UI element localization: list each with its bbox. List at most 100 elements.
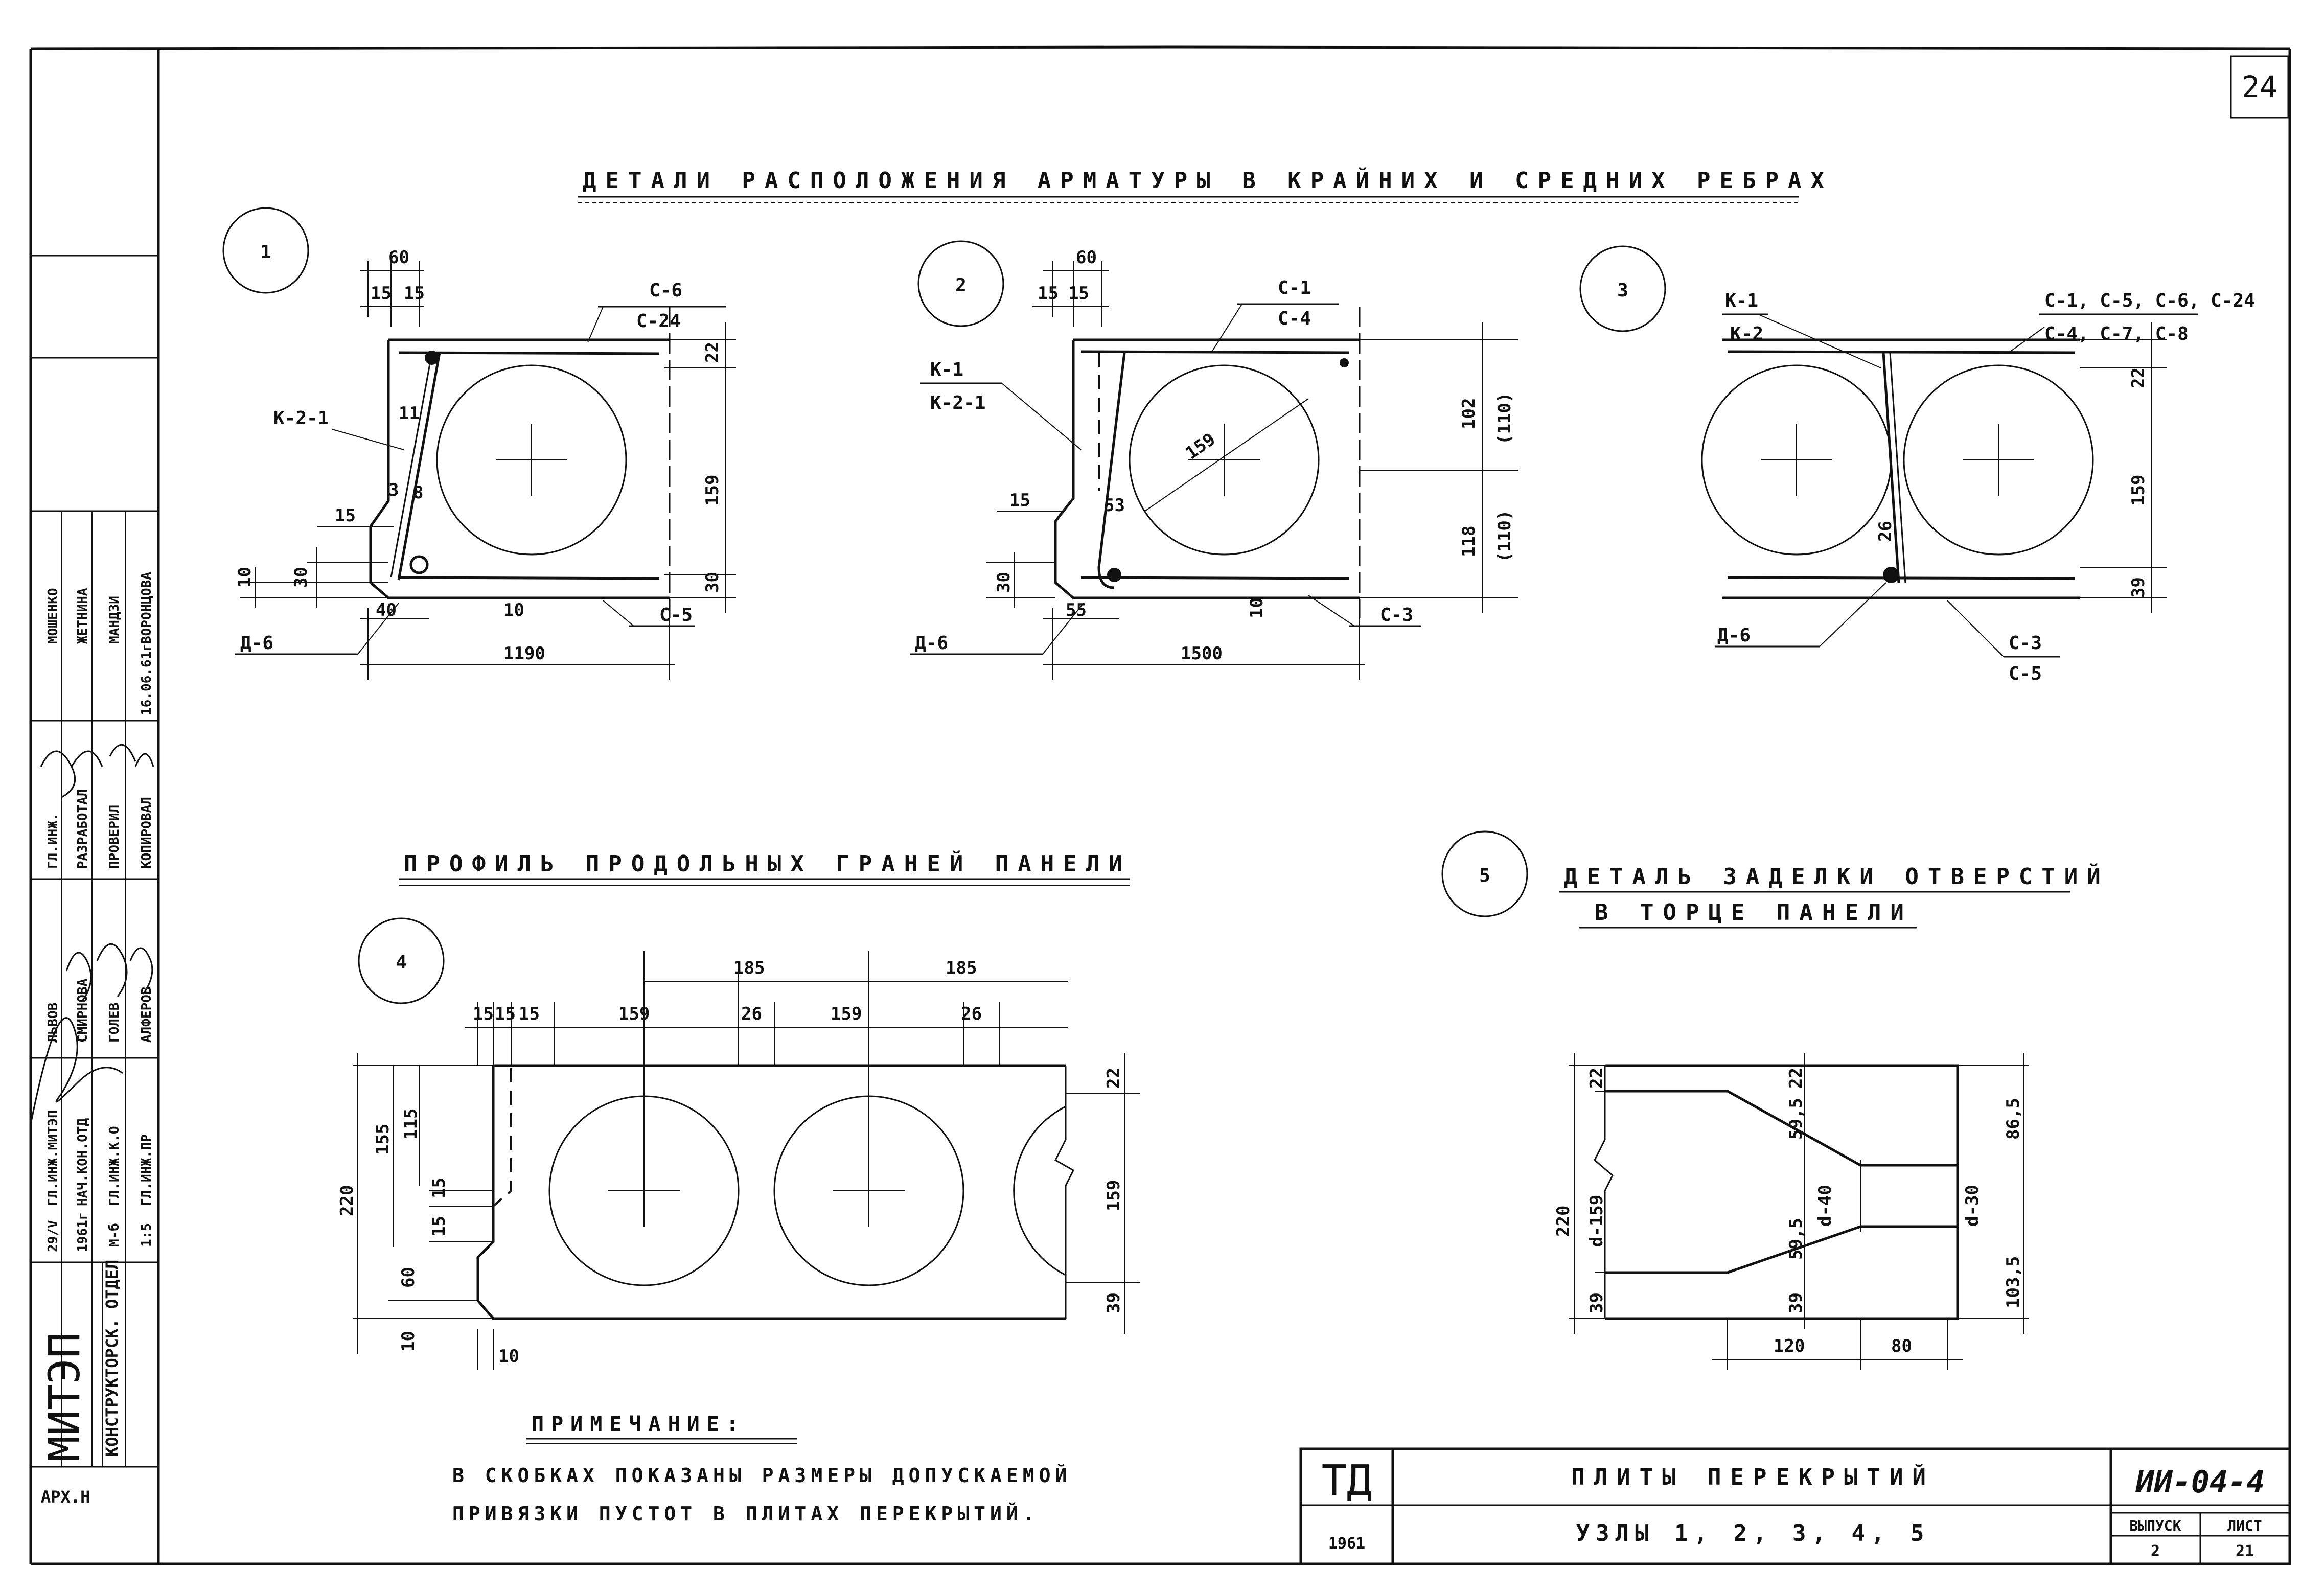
d3-mid: 26 xyxy=(1875,521,1896,542)
d5-d2: d-40 xyxy=(1815,1185,1835,1227)
signature-scribble-6 xyxy=(71,750,103,767)
detail-4-marker xyxy=(358,917,445,1004)
d3-bar-bottom2: С-5 xyxy=(2009,663,2042,684)
detail-3-marker xyxy=(1579,245,1666,332)
d1-k: 11 xyxy=(399,403,420,424)
detail-5: 5 ДЕТАЛЬ ЗАДЕЛКИ ОТВЕРСТИЙ В ТОРЦЕ ПАНЕЛ… xyxy=(1441,830,2101,1370)
d2-left1: 15 xyxy=(1009,490,1030,511)
d2-k2: К-2-1 xyxy=(930,392,985,413)
sheet-number: 24 xyxy=(2242,70,2277,104)
title-sheet-value: 21 xyxy=(2236,1542,2254,1560)
detail-2: 2 159 53 60 15 15 С-1 С-4 К-1 К-2-1 15 xyxy=(910,240,1518,680)
stamp-name1-3: АЛФЕРОВ xyxy=(139,986,154,1043)
d5-mid-a: 59,5 xyxy=(1786,1098,1806,1140)
detail-5-title2: В ТОРЦЕ ПАНЕЛИ xyxy=(1595,899,1913,926)
d1-mid: 10 xyxy=(503,600,524,620)
d3-h1: 22 xyxy=(2128,367,2149,388)
d1-bar-left: К-2-1 xyxy=(273,408,329,429)
d1-dowel: Д-6 xyxy=(240,633,273,654)
d3-k1: К-1 xyxy=(1725,290,1758,311)
d4-r-159: 159 xyxy=(1103,1180,1124,1211)
d5-w2: 80 xyxy=(1891,1336,1912,1356)
detail-1-marker xyxy=(222,207,309,294)
note-line2: ПРИВЯЗКИ ПУСТОТ В ПЛИТАХ ПЕРЕКРЫТИЙ. xyxy=(452,1503,1039,1525)
d5-bot-39: 39 xyxy=(1586,1292,1607,1313)
d1-bar-top2: С-24 xyxy=(636,311,681,332)
d5-d3: d-30 xyxy=(1962,1185,1983,1227)
signature-scribble-7 xyxy=(109,744,136,762)
detail-2-marker xyxy=(917,240,1004,327)
signature-scribble-3 xyxy=(96,943,128,997)
d3-dowel: Д-6 xyxy=(1717,625,1751,646)
d4-top-a: 15 xyxy=(473,1004,494,1024)
d1-bar-top1: С-6 xyxy=(649,280,682,301)
stamp-name1-2: ГОЛЕВ xyxy=(107,1003,122,1043)
sheet-number-box: 24 xyxy=(2230,55,2289,119)
d2-mid: 10 xyxy=(1247,597,1267,618)
d2-h2: 118 xyxy=(1459,526,1479,557)
title-code: ИИ-04-4 xyxy=(2135,1464,2265,1500)
detail-4-marker-text: 4 xyxy=(396,952,407,973)
d5-w1: 120 xyxy=(1774,1336,1805,1356)
d2-k1: К-1 xyxy=(930,359,963,380)
stamp-scale1: М-б xyxy=(107,1223,122,1247)
d1-h3: 22 xyxy=(702,342,723,363)
d2-h2b: (110) xyxy=(1494,510,1515,562)
signature-scribble-4 xyxy=(129,947,153,995)
d4-seg3: 159 xyxy=(831,1004,862,1024)
stamp-dept: КОНСТРУКТОРСК. ОТДЕЛ xyxy=(102,1260,122,1457)
d1-angle2: 8 xyxy=(413,482,423,503)
note-heading: ПРИМЕЧАНИЕ: xyxy=(532,1413,746,1436)
d2-bar-top2: С-4 xyxy=(1278,308,1311,329)
d4-h-155: 155 xyxy=(373,1124,393,1155)
note-line1: В СКОБКАХ ПОКАЗАНЫ РАЗМЕРЫ ДОПУСКАЕМОЙ xyxy=(452,1464,1071,1487)
stamp-name2-1: ЖЕТНИНА xyxy=(75,588,90,644)
d1-left3: 30 xyxy=(291,567,311,588)
signature-scribble-2 xyxy=(65,952,92,1002)
stamp-arch: АРХ.Н xyxy=(41,1487,90,1507)
stamp-date2: 1961г xyxy=(75,1212,90,1252)
side-stamp: МИТЭП КОНСТРУКТОРСК. ОТДЕЛ АРХ.Н 29/V 19… xyxy=(30,255,158,1507)
d4-r-39: 39 xyxy=(1103,1292,1124,1313)
signature-scribble-1 xyxy=(30,1017,123,1125)
detail-1: 1 60 15 15 С-6 С-24 К-2-1 11 3 8 xyxy=(222,207,736,680)
detail-3: 3 26 К-1 К-2 С-1, С-5, С-6, С-24 С-4, С-… xyxy=(1579,245,2255,684)
d3-bar-top2: С-4, С-7, С-8 xyxy=(2044,324,2189,344)
profile-title: ПРОФИЛЬ ПРОДОЛЬНЫХ ГРАНЕЙ ПАНЕЛИ xyxy=(404,850,1132,877)
d3-bar-top1: С-1, С-5, С-6, С-24 xyxy=(2044,290,2255,311)
d2-left2: 30 xyxy=(994,572,1014,593)
d1-bar-bottom: С-5 xyxy=(659,605,693,626)
detail-2-marker-text: 2 xyxy=(955,275,967,296)
d2-h1b: (110) xyxy=(1494,392,1515,445)
d1-total: 1190 xyxy=(503,643,545,664)
d1-left1: 15 xyxy=(335,505,356,526)
d2-dim-a: 15 xyxy=(1038,283,1059,304)
title-subtitle: УЗЛЫ 1, 2, 3, 4, 5 xyxy=(1576,1520,1930,1546)
stamp-scale2: 1:5 xyxy=(139,1223,154,1247)
stamp-name2-0: МОШЕНКО xyxy=(45,588,61,644)
stamp-role-1: НАЧ.КОН.ОТД xyxy=(75,1118,90,1206)
d2-total: 1500 xyxy=(1181,643,1223,664)
d2-bar-bottom: С-3 xyxy=(1380,605,1413,626)
title-issue-value: 2 xyxy=(2151,1542,2160,1560)
d2-dowel: Д-6 xyxy=(915,633,948,654)
title-sheet-label: ЛИСТ xyxy=(2227,1517,2262,1534)
d4-h-total: 220 xyxy=(337,1185,357,1216)
d4-b-10: 10 xyxy=(498,1346,519,1367)
detail-1-marker-text: 1 xyxy=(260,242,271,263)
detail-4: 4 185 185 15 15 15 159 26 159 26 220 xyxy=(337,917,1140,1370)
signature-scribble-5 xyxy=(40,750,76,798)
stamp-role2-2: ПРОВЕРИЛ xyxy=(107,805,122,869)
d2-dim-b: 15 xyxy=(1068,283,1089,304)
d4-h-115: 115 xyxy=(401,1108,421,1140)
stamp-org: МИТЭП xyxy=(39,1332,89,1462)
title-issue-label: ВЫПУСК xyxy=(2129,1517,2181,1534)
stamp-role-0: ГЛ.ИНЖ.МИТЭП xyxy=(45,1110,61,1206)
d5-r-1035: 103,5 xyxy=(2003,1256,2023,1308)
stamp-date1: 29/V xyxy=(45,1220,61,1252)
d4-h-60: 60 xyxy=(398,1267,419,1288)
d1-dim-top: 60 xyxy=(388,247,409,268)
d2-dim-top: 60 xyxy=(1076,247,1097,268)
d1-h2: 30 xyxy=(702,572,723,593)
